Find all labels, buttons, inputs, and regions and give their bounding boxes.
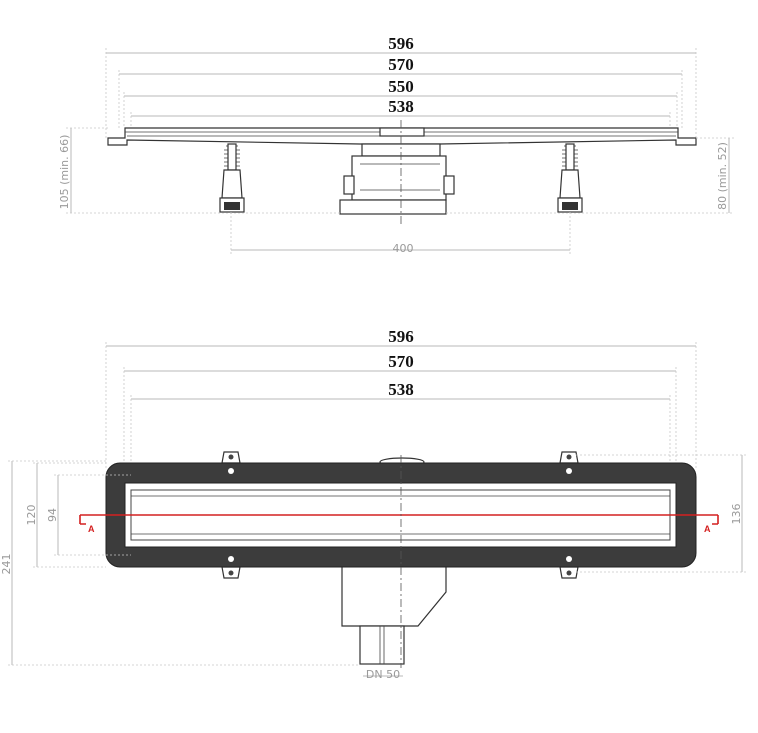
- top-width-570: 570: [388, 352, 414, 371]
- side-height-left: 105 (min. 66): [58, 135, 71, 210]
- side-width-550: 550: [388, 77, 414, 96]
- outlet-pipe: [341, 565, 447, 665]
- side-width-538: 538: [388, 97, 414, 116]
- foot-spacing-label: 400: [393, 242, 414, 255]
- drain-profile: [107, 127, 697, 215]
- side-view: 596 570 550 538: [58, 34, 734, 255]
- side-height-right: 80 (min. 52): [716, 142, 729, 210]
- top-height-grate: 94: [46, 508, 59, 522]
- top-width-538: 538: [388, 380, 414, 399]
- side-height-dimensions: [66, 127, 734, 214]
- top-view: 596 570 538: [0, 327, 746, 681]
- section-mark-left: A: [88, 524, 95, 534]
- right-foot: [557, 143, 583, 213]
- top-width-596: 596: [388, 327, 414, 346]
- left-foot: [219, 143, 245, 213]
- frame-screws: [228, 468, 572, 562]
- side-width-dimensions: [105, 48, 697, 140]
- top-height-outer: 241: [0, 554, 13, 575]
- section-mark-right: A: [704, 524, 711, 534]
- top-height-right: 136: [730, 504, 743, 525]
- side-width-596: 596: [388, 34, 414, 53]
- foot-spacing-dimension: [230, 212, 571, 254]
- outlet-size-label: DN 50: [366, 668, 400, 681]
- side-width-570: 570: [388, 55, 414, 74]
- top-height-dimensions: [8, 454, 746, 677]
- top-height-body: 120: [25, 505, 38, 526]
